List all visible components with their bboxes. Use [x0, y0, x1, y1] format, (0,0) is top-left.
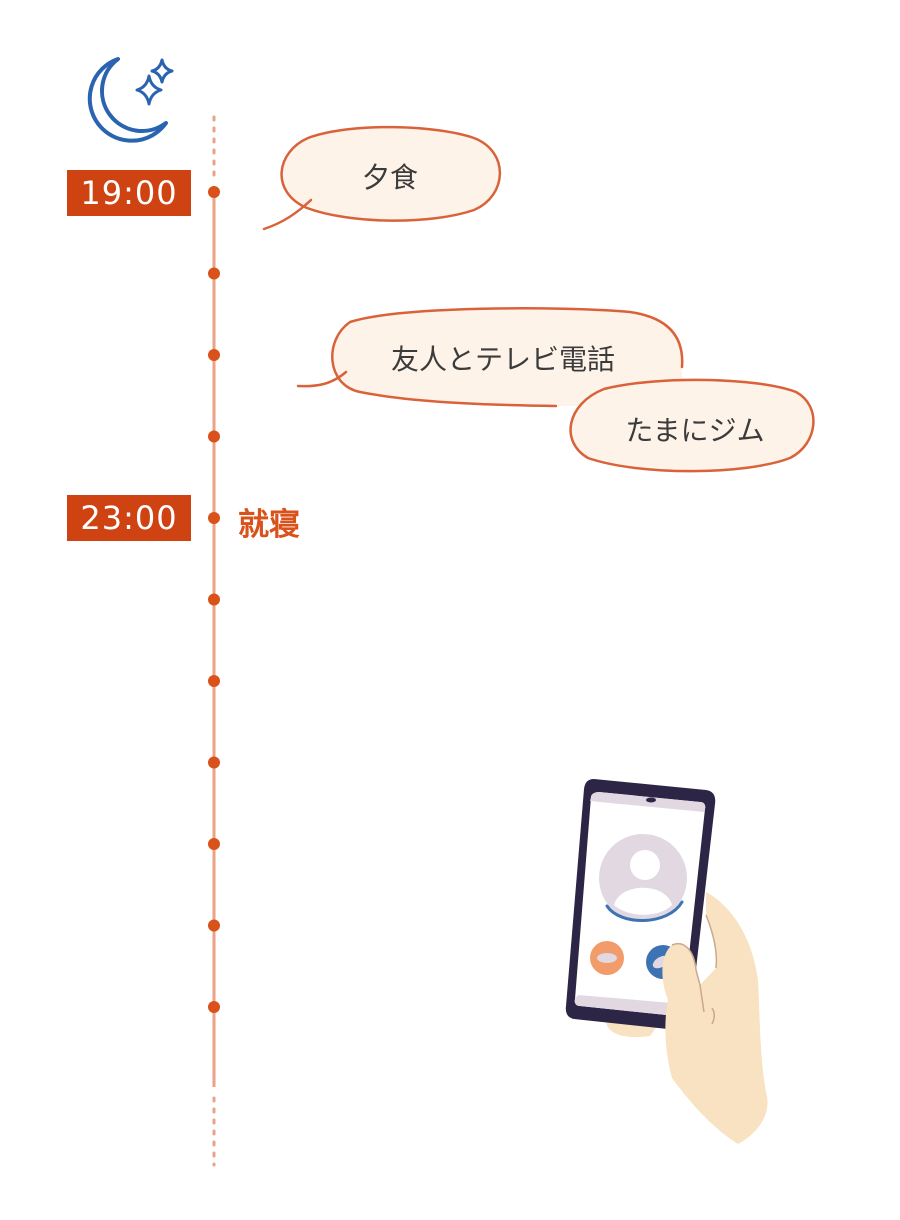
- bubble-dinner: [262, 125, 502, 231]
- speech-bubbles: [262, 125, 815, 473]
- timeline-tick: [208, 756, 220, 769]
- timeline-tick: [208, 512, 220, 524]
- timeline-tick: [208, 675, 220, 687]
- bubble-gym: [569, 378, 815, 473]
- timeline-tick: [208, 919, 220, 932]
- timeline-tick: [208, 593, 220, 606]
- event-gym-text: たまにジム: [625, 414, 765, 447]
- event-tv-call-text: 友人とテレビ電話: [390, 343, 615, 376]
- time-badge-23: 23:00: [67, 495, 191, 541]
- event-dinner-text: 夕食: [361, 161, 418, 194]
- timeline-tick: [208, 186, 220, 198]
- time-badge-19: 19:00: [67, 170, 191, 216]
- timeline-tick: [208, 349, 220, 361]
- timeline-tick: [208, 267, 220, 280]
- timeline-tick: [208, 838, 220, 850]
- event-sleep-label: 就寝: [238, 507, 300, 543]
- moon-stars-icon: [87, 57, 174, 143]
- timeline: [208, 115, 220, 1167]
- timeline-tick: [208, 430, 220, 443]
- timeline-tick: [208, 1001, 220, 1013]
- bubble-tv-call: [296, 307, 684, 408]
